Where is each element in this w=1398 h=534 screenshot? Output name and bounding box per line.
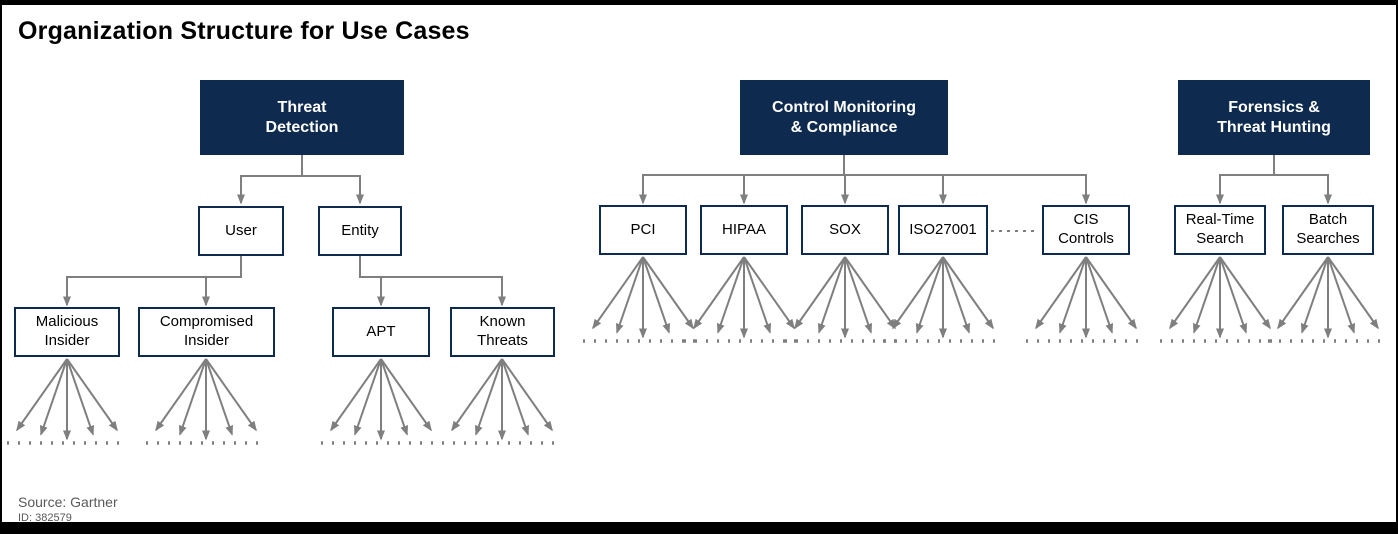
node-malicious-insider: Malicious Insider bbox=[14, 307, 120, 357]
node-compromised-insider: Compromised Insider bbox=[138, 307, 275, 357]
node-known-threats: Known Threats bbox=[450, 307, 555, 357]
node-batch-searches: Batch Searches bbox=[1282, 205, 1374, 255]
node-forensics-threat-hunting: Forensics & Threat Hunting bbox=[1178, 80, 1370, 155]
bottom-border-bar bbox=[2, 522, 1396, 532]
figure-id: ID: 382579 bbox=[18, 512, 72, 524]
node-apt: APT bbox=[332, 307, 430, 357]
node-threat-detection: Threat Detection bbox=[200, 80, 404, 155]
node-pci: PCI bbox=[599, 205, 687, 255]
page-title: Organization Structure for Use Cases bbox=[18, 17, 470, 45]
node-hipaa: HIPAA bbox=[700, 205, 788, 255]
node-user: User bbox=[198, 206, 284, 256]
node-sox: SOX bbox=[801, 205, 889, 255]
node-control-monitoring-compliance: Control Monitoring & Compliance bbox=[740, 80, 948, 155]
node-entity: Entity bbox=[318, 206, 402, 256]
node-cis-controls: CIS Controls bbox=[1042, 205, 1130, 255]
source-attribution: Source: Gartner bbox=[18, 494, 118, 510]
node-real-time-search: Real-Time Search bbox=[1174, 205, 1266, 255]
node-iso27001: ISO27001 bbox=[898, 205, 988, 255]
